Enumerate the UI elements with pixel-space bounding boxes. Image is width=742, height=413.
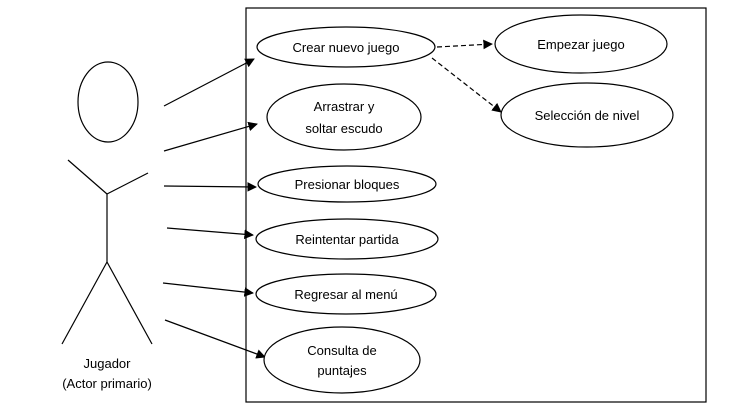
use-case-ellipse [266,83,422,151]
actor-role: (Actor primario) [62,376,152,391]
use-case-ellipse [257,165,437,203]
use-case-label: Presionar bloques [295,177,400,192]
actor-figure [61,61,153,345]
relation-crear-empezar [436,39,493,50]
association-reintentar [166,227,254,240]
actor-right-leg [106,261,153,345]
use-case-label: Arrastrar y [314,99,375,114]
use-case-consulta: Consulta de puntajes [263,326,421,394]
actor-name: Jugador [84,356,132,371]
use-case-label: Reintentar partida [295,232,399,247]
use-case-label: Crear nuevo juego [293,40,400,55]
associations [162,39,502,359]
use-case-ellipse [255,273,437,315]
use-case-label: soltar escudo [305,121,382,136]
use-case-reintentar: Reintentar partida [255,218,439,260]
association-consulta [164,319,266,359]
association-regresar [162,282,254,297]
relation-crear-seleccion [431,57,502,113]
actor-left-leg [61,261,108,345]
use-case-crear: Crear nuevo juego [256,26,436,68]
use-case-label: Empezar juego [537,37,624,52]
use-case-ellipse [494,14,668,74]
actor-left-arm [67,159,108,195]
use-case-ellipse [256,26,436,68]
association-arrastrar [163,121,258,152]
use-case-presionar: Presionar bloques [257,165,437,203]
use-case-label: Regresar al menú [294,287,397,302]
use-case-ellipse [500,82,674,148]
use-case-ellipse [255,218,439,260]
use-case-seleccion: Selección de nivel [500,82,674,148]
association-crear [163,58,255,107]
association-presionar [163,182,257,192]
use-case-regresar: Regresar al menú [255,273,437,315]
actor-head [77,61,139,143]
use-case-ellipse [263,326,421,394]
use-case-arrastrar: Arrastrar y soltar escudo [266,83,422,151]
use-case-label: Selección de nivel [535,108,640,123]
use-case-label: Consulta de [307,343,376,358]
use-case-empezar: Empezar juego [494,14,668,74]
use-case-label: puntajes [317,363,367,378]
actor-right-arm [106,172,149,195]
system-boundary [245,7,707,403]
